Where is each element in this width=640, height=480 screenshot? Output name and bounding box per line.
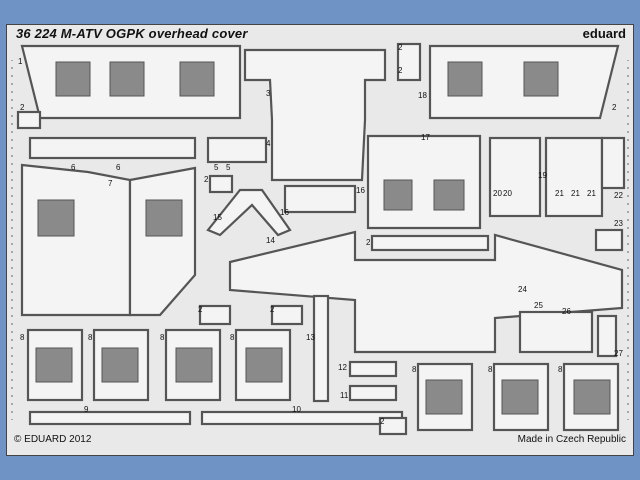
svg-text:7: 7 [108,179,113,188]
svg-text:1: 1 [18,57,23,66]
svg-text:8: 8 [230,333,235,342]
svg-text:20: 20 [493,189,502,198]
svg-text:4: 4 [266,139,271,148]
part-2c [208,174,234,194]
part-21 [544,136,604,218]
svg-text:2: 2 [204,175,209,184]
part-12 [348,360,398,378]
part-2a [16,110,42,130]
svg-text:24: 24 [518,285,527,294]
part-11 [348,384,398,402]
copyright-text: © EDUARD 2012 [14,434,92,445]
svg-text:21: 21 [555,189,564,198]
sheet-title: 36 224 M-ATV OGPK overhead cover [16,26,248,41]
svg-text:18: 18 [418,91,427,100]
svg-text:9: 9 [84,405,89,414]
svg-text:26: 26 [562,307,571,316]
part-7b [128,166,197,317]
svg-text:13: 13 [306,333,315,342]
svg-text:2: 2 [198,305,203,314]
part-9 [28,410,192,426]
part-22 [600,136,626,190]
part-2e [270,304,304,326]
svg-text:5: 5 [226,163,231,172]
svg-text:22: 22 [614,191,623,200]
part-27 [596,314,618,358]
svg-text:6: 6 [71,163,76,172]
made-in-text: Made in Czech Republic [517,434,626,445]
svg-text:2: 2 [398,66,403,75]
part-2f [370,234,490,252]
part-13 [312,294,330,403]
svg-text:5: 5 [214,163,219,172]
svg-text:8: 8 [88,333,93,342]
svg-text:8: 8 [20,333,25,342]
svg-text:8: 8 [488,365,493,374]
part-14 [206,188,292,237]
svg-text:2: 2 [612,103,617,112]
svg-text:19: 19 [538,171,547,180]
part-2d [198,304,232,326]
svg-text:21: 21 [571,189,580,198]
part-4 [206,136,268,164]
part-6 [28,136,197,160]
part-24 [228,230,624,354]
brand-logo: eduard [582,26,626,41]
svg-text:23: 23 [614,219,623,228]
svg-text:2: 2 [20,103,25,112]
svg-text:14: 14 [266,236,275,245]
part-2g [378,416,408,436]
svg-text:25: 25 [534,301,543,310]
svg-text:11: 11 [340,391,349,400]
svg-text:2: 2 [366,238,371,247]
svg-text:12: 12 [338,363,347,372]
svg-text:2: 2 [398,43,403,52]
svg-text:16: 16 [356,186,365,195]
part-20 [488,136,542,218]
svg-text:8: 8 [412,365,417,374]
part-16 [283,184,357,214]
svg-text:8: 8 [160,333,165,342]
svg-text:15: 15 [213,213,222,222]
svg-text:6: 6 [116,163,121,172]
svg-text:20: 20 [503,189,512,198]
part-7 [20,163,132,317]
svg-text:2: 2 [270,305,275,314]
svg-text:2: 2 [380,417,385,426]
svg-text:8: 8 [558,365,563,374]
part-2b [396,42,422,82]
svg-text:3: 3 [266,89,271,98]
svg-text:21: 21 [587,189,596,198]
part-3 [243,48,387,182]
svg-text:10: 10 [292,405,301,414]
svg-text:16: 16 [280,208,289,217]
svg-text:17: 17 [421,133,430,142]
svg-text:27: 27 [614,349,623,358]
part-25 [518,310,594,354]
part-10 [200,410,404,426]
part-23 [594,228,624,252]
